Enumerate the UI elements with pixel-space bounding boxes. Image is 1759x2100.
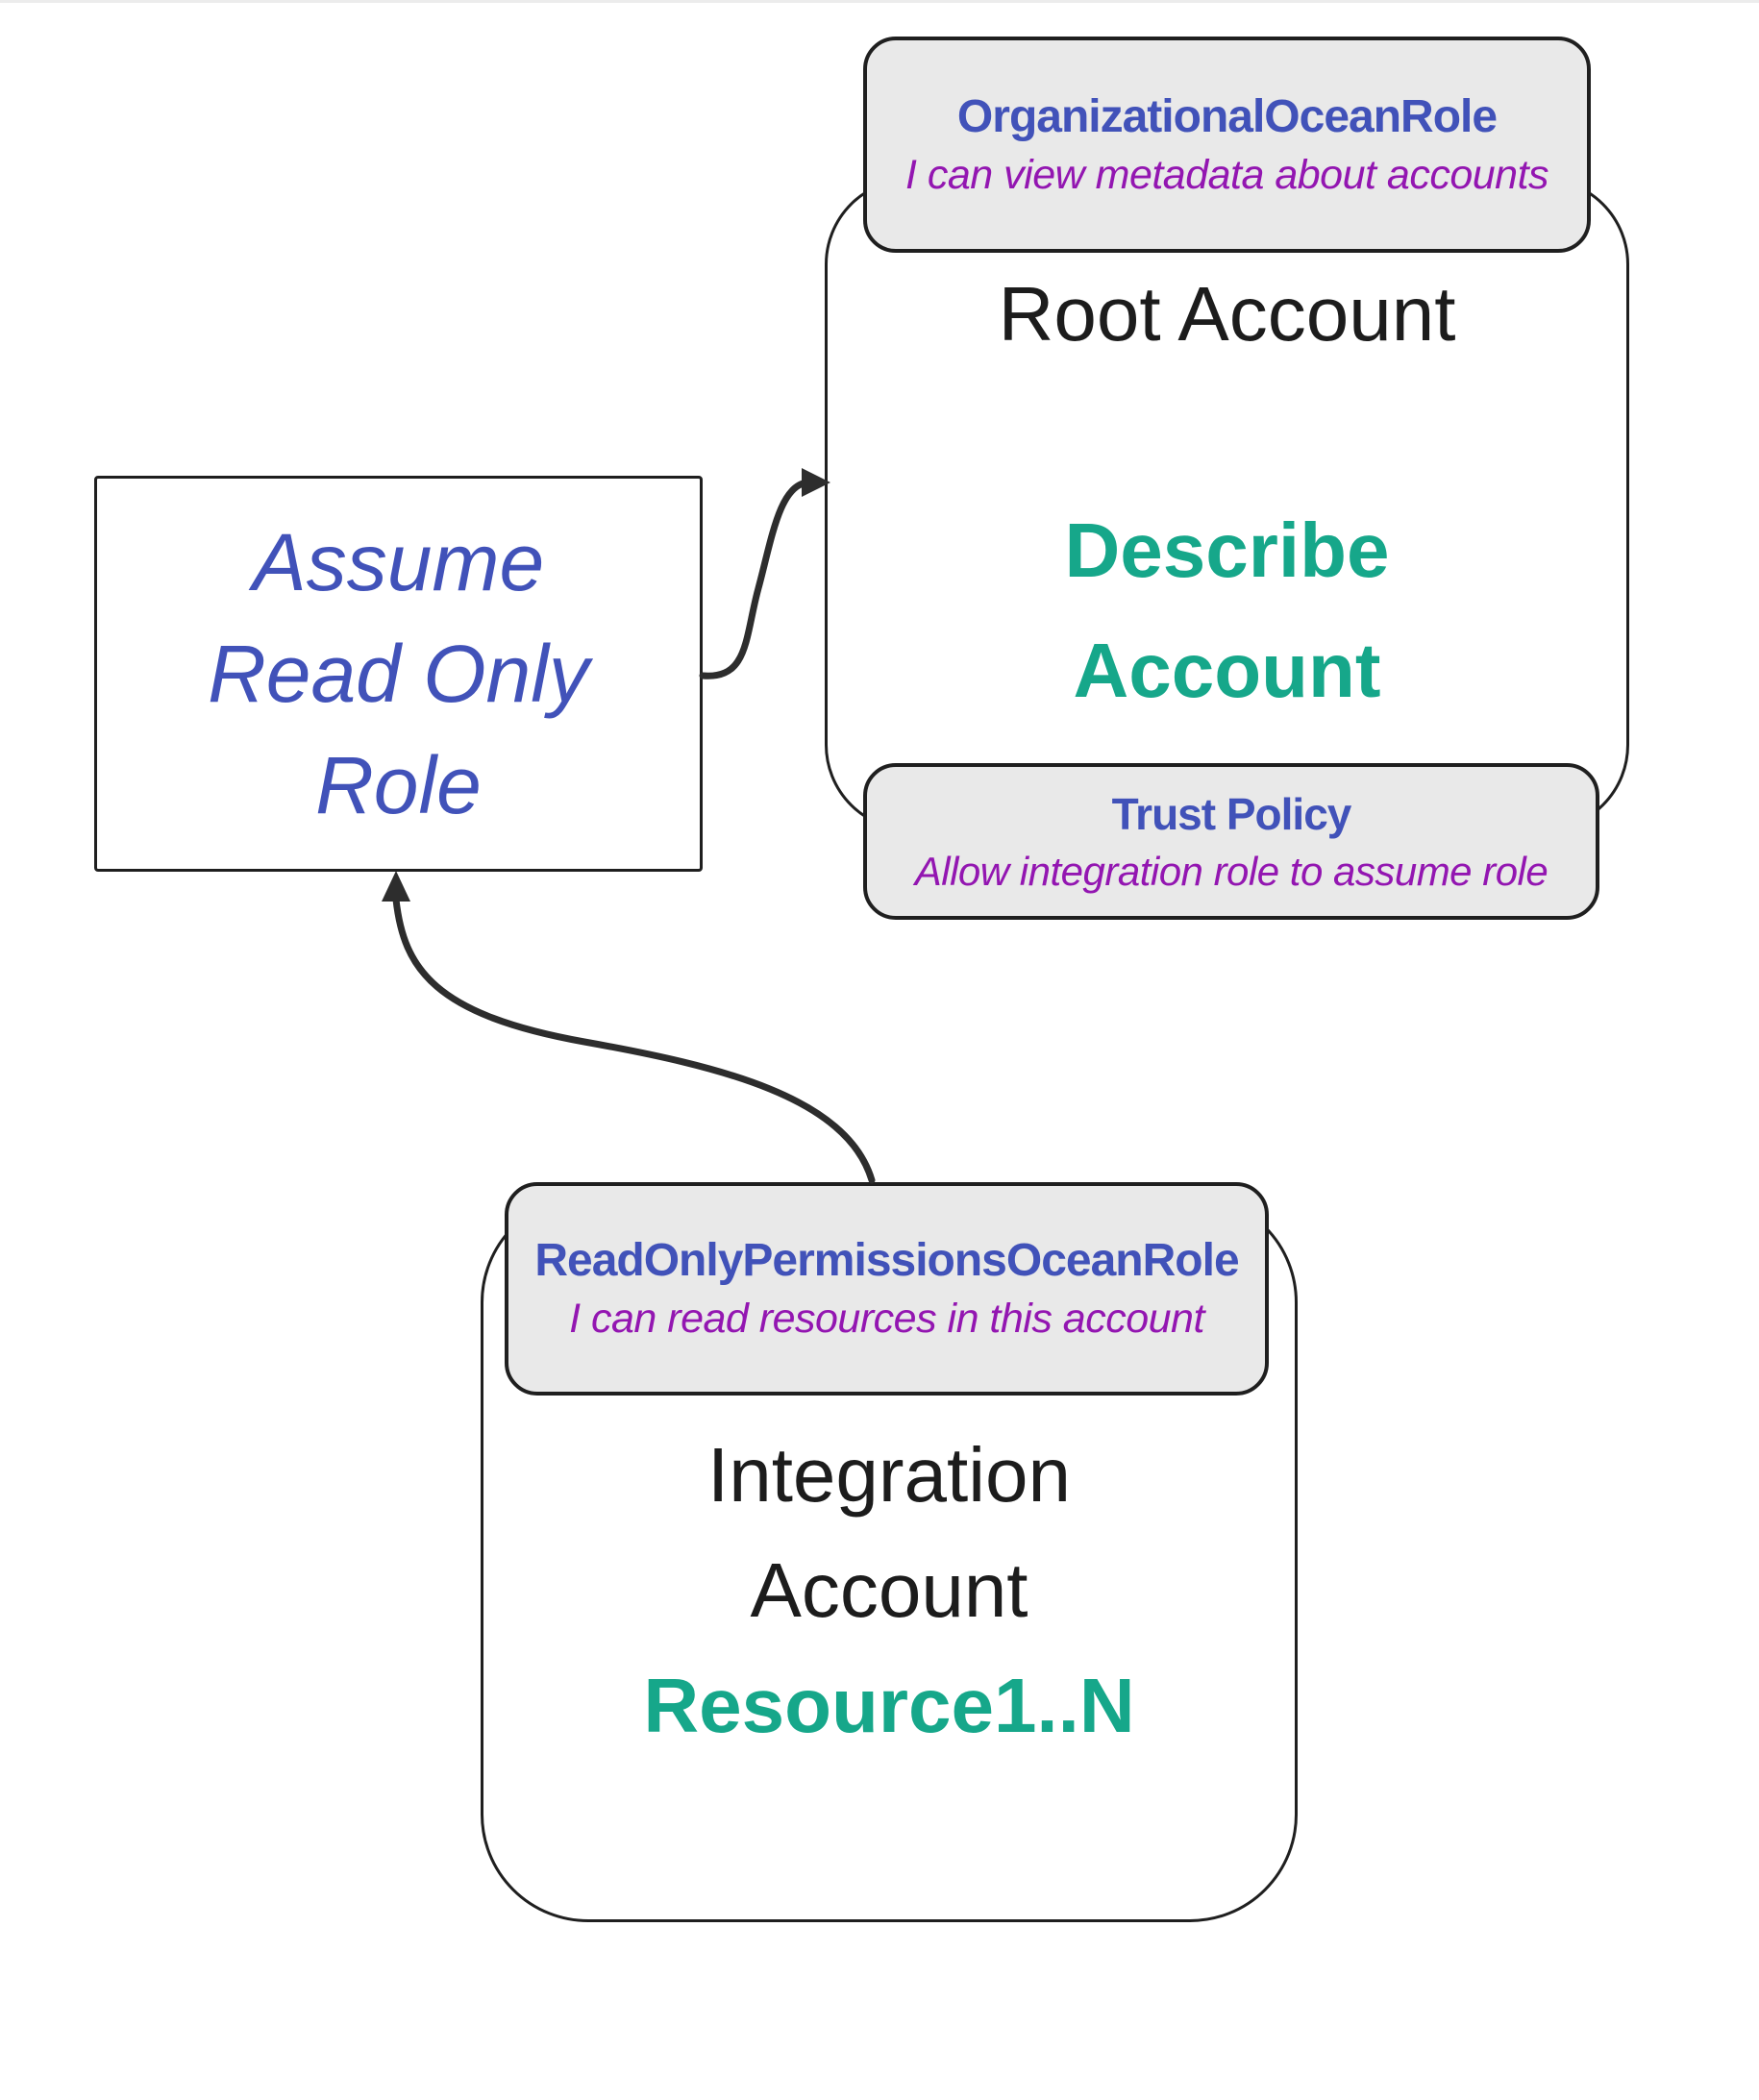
arrow-integration-to-assume	[382, 871, 876, 1184]
describe-account-action: Describe Account	[825, 490, 1629, 730]
integration-title-line1: Integration	[706, 1432, 1072, 1518]
trust-policy-label: Trust Policy Allow integration role to a…	[863, 763, 1599, 920]
assume-role-line1: Assume	[252, 517, 545, 607]
describe-action-line2: Account	[1073, 628, 1381, 713]
organizational-ocean-role-label: OrganizationalOceanRole I can view metad…	[863, 37, 1591, 253]
assume-role-line3: Role	[315, 740, 482, 830]
assume-role-line2: Read Only	[208, 629, 589, 719]
arrowhead-up-icon	[382, 871, 410, 902]
describe-action-line1: Describe	[1064, 507, 1390, 593]
trust-policy-description: Allow integration role to assume role	[914, 848, 1548, 894]
readonly-role-description: I can read resources in this account	[569, 1296, 1204, 1342]
integration-resources: Resource1..N	[643, 1663, 1135, 1748]
integration-title-line2: Account	[750, 1547, 1028, 1633]
arrow-assume-to-root	[699, 468, 830, 679]
root-account-node	[825, 178, 1629, 831]
trust-policy-title: Trust Policy	[1111, 788, 1352, 839]
org-role-title: OrganizationalOceanRole	[956, 90, 1498, 142]
top-edge-line	[0, 0, 1759, 3]
readonly-role-title: ReadOnlyPermissionsOceanRole	[534, 1235, 1239, 1286]
assume-read-only-role-node: Assume Read Only Role	[94, 476, 703, 872]
integration-account-text: Integration Account Resource1..N	[481, 1418, 1298, 1764]
readonly-permissions-role-label: ReadOnlyPermissionsOceanRole I can read …	[505, 1182, 1269, 1396]
org-role-description: I can view metadata about accounts	[904, 151, 1549, 198]
root-account-title: Root Account	[998, 271, 1456, 357]
